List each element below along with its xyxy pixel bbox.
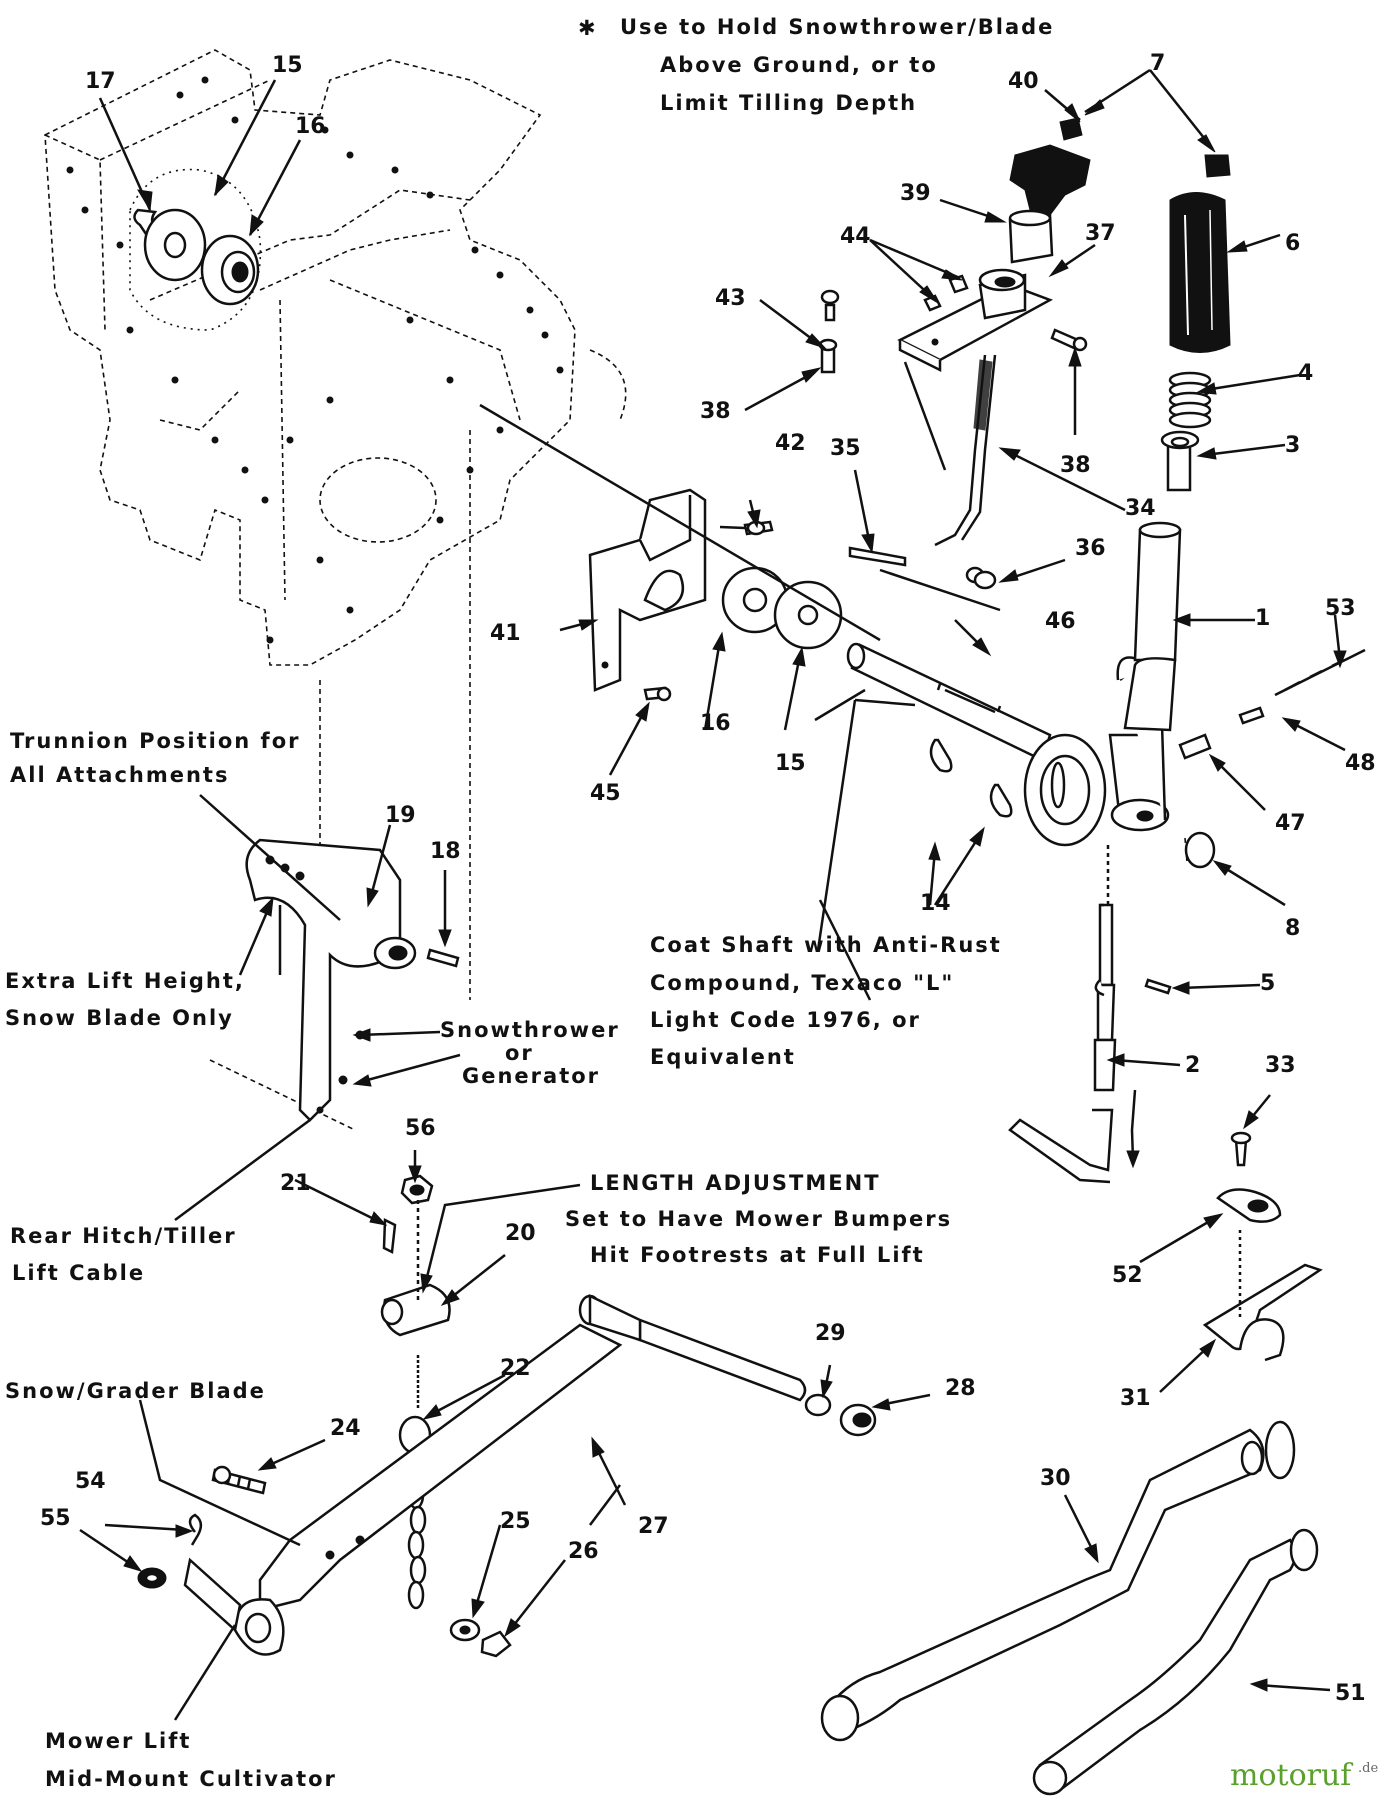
- watermark: motoruf .de: [1230, 1758, 1378, 1793]
- note-rear-line2: Lift Cable: [12, 1261, 145, 1285]
- callout-55: 55: [40, 1506, 71, 1531]
- callout-27: 27: [638, 1514, 669, 1539]
- callout-6: 6: [1285, 231, 1300, 256]
- callout-39: 39: [900, 181, 931, 206]
- note-mower-line2: Mid-Mount Cultivator: [45, 1767, 337, 1791]
- note-length-line1: LENGTH ADJUSTMENT: [590, 1171, 881, 1195]
- watermark-brand: motoruf: [1230, 1758, 1353, 1793]
- callout-56: 56: [405, 1116, 436, 1141]
- lift-handle-assembly: [1059, 117, 1231, 732]
- spring-4: [1168, 371, 1212, 429]
- tube-51: [1032, 1528, 1319, 1796]
- note-coat-line2: Compound, Texaco "L": [650, 971, 954, 995]
- lift-link-rod-2: [1008, 845, 1172, 1184]
- note-length-line2: Set to Have Mower Bumpers: [565, 1207, 952, 1231]
- note-length-line3: Hit Footrests at Full Lift: [590, 1243, 925, 1267]
- callout-20: 20: [505, 1221, 536, 1246]
- note-coat-line4: Equivalent: [650, 1045, 796, 1069]
- note-mower-line1: Mower Lift: [45, 1729, 191, 1753]
- note-extra-line1: Extra Lift Height,: [5, 969, 245, 993]
- callout-35: 35: [830, 436, 861, 461]
- callout-43: 43: [715, 286, 746, 311]
- callout-38-right: 38: [1060, 453, 1091, 478]
- trunnion-19: [245, 838, 460, 1122]
- note-coat-line1: Coat Shaft with Anti-Rust: [650, 933, 1002, 957]
- pivot-bracket-41: [479, 403, 881, 702]
- depth-stop-assembly: [818, 144, 1091, 590]
- frame-outline: [44, 49, 627, 1131]
- callout-53: 53: [1325, 596, 1356, 621]
- note-hold-line1: Use to Hold Snowthrower/Blade: [620, 15, 1054, 39]
- note-coat-line3: Light Code 1976, or: [650, 1008, 921, 1032]
- callout-34: 34: [1125, 496, 1156, 521]
- lift-chain-assembly: [380, 1174, 512, 1658]
- callout-16: 16: [295, 114, 326, 139]
- leader-lines: [79, 68, 1347, 1721]
- callout-48: 48: [1345, 751, 1376, 776]
- callout-44: 44: [840, 224, 871, 249]
- callout-7: 7: [1150, 51, 1165, 76]
- note-snowthrower-line1: Snowthrower: [440, 1018, 620, 1042]
- callout-29: 29: [815, 1321, 846, 1346]
- callout-54: 54: [75, 1469, 106, 1494]
- callout-18: 18: [430, 839, 461, 864]
- callout-15-lower: 15: [775, 751, 806, 776]
- callout-15: 15: [272, 53, 303, 78]
- note-snowthrower-line3: Generator: [462, 1064, 600, 1088]
- tube-30: [820, 1420, 1296, 1742]
- callout-36: 36: [1075, 536, 1106, 561]
- callout-4: 4: [1298, 361, 1313, 386]
- callout-45: 45: [590, 781, 621, 806]
- callout-47: 47: [1275, 811, 1306, 836]
- callout-40: 40: [1008, 69, 1039, 94]
- note-snowthrower-line2: or: [505, 1041, 534, 1065]
- callout-42: 42: [775, 431, 806, 456]
- callout-51: 51: [1335, 1681, 1366, 1706]
- callout-38: 38: [700, 399, 731, 424]
- note-hold-line2: Above Ground, or to: [660, 53, 938, 77]
- callout-8: 8: [1285, 916, 1300, 941]
- callout-28: 28: [945, 1376, 976, 1401]
- callout-19: 19: [385, 803, 416, 828]
- callout-41: 41: [490, 621, 521, 646]
- callout-labels: 17 15 16 40 7 39 37 44 43 38 38 6 4 3 34…: [40, 51, 1376, 1706]
- callout-25: 25: [500, 1509, 531, 1534]
- rear-lift-shaft-27: [137, 1294, 877, 1656]
- callout-52: 52: [1112, 1263, 1143, 1288]
- annotation-notes: ✱ Use to Hold Snowthrower/Blade Above Gr…: [5, 15, 1054, 1791]
- callout-31: 31: [1120, 1386, 1151, 1411]
- asterisk-icon: ✱: [578, 16, 598, 40]
- callout-5: 5: [1260, 971, 1275, 996]
- callout-2: 2: [1185, 1053, 1200, 1078]
- note-trunnion-line1: Trunnion Position for: [10, 729, 300, 753]
- note-rear-line1: Rear Hitch/Tiller: [10, 1224, 237, 1248]
- hitch-bracket-31: [1202, 1131, 1323, 1362]
- callout-22: 22: [500, 1356, 531, 1381]
- callout-14: 14: [920, 891, 951, 916]
- note-snowgrader: Snow/Grader Blade: [5, 1379, 266, 1403]
- callout-33: 33: [1265, 1053, 1296, 1078]
- note-hold-line3: Limit Tilling Depth: [660, 91, 917, 115]
- callout-37: 37: [1085, 221, 1116, 246]
- note-trunnion-line2: All Attachments: [10, 763, 229, 787]
- watermark-tld: .de: [1358, 1761, 1378, 1776]
- callout-30: 30: [1040, 1466, 1071, 1491]
- callout-46: 46: [1045, 609, 1076, 634]
- callout-16-lower: 16: [700, 711, 731, 736]
- callout-1: 1: [1255, 606, 1270, 631]
- callout-26: 26: [568, 1539, 599, 1564]
- note-extra-line2: Snow Blade Only: [5, 1006, 234, 1030]
- callout-3: 3: [1285, 433, 1300, 458]
- frame-bushing-group: [129, 168, 262, 331]
- callout-21: 21: [280, 1171, 311, 1196]
- callout-17: 17: [85, 69, 116, 94]
- callout-24: 24: [330, 1416, 361, 1441]
